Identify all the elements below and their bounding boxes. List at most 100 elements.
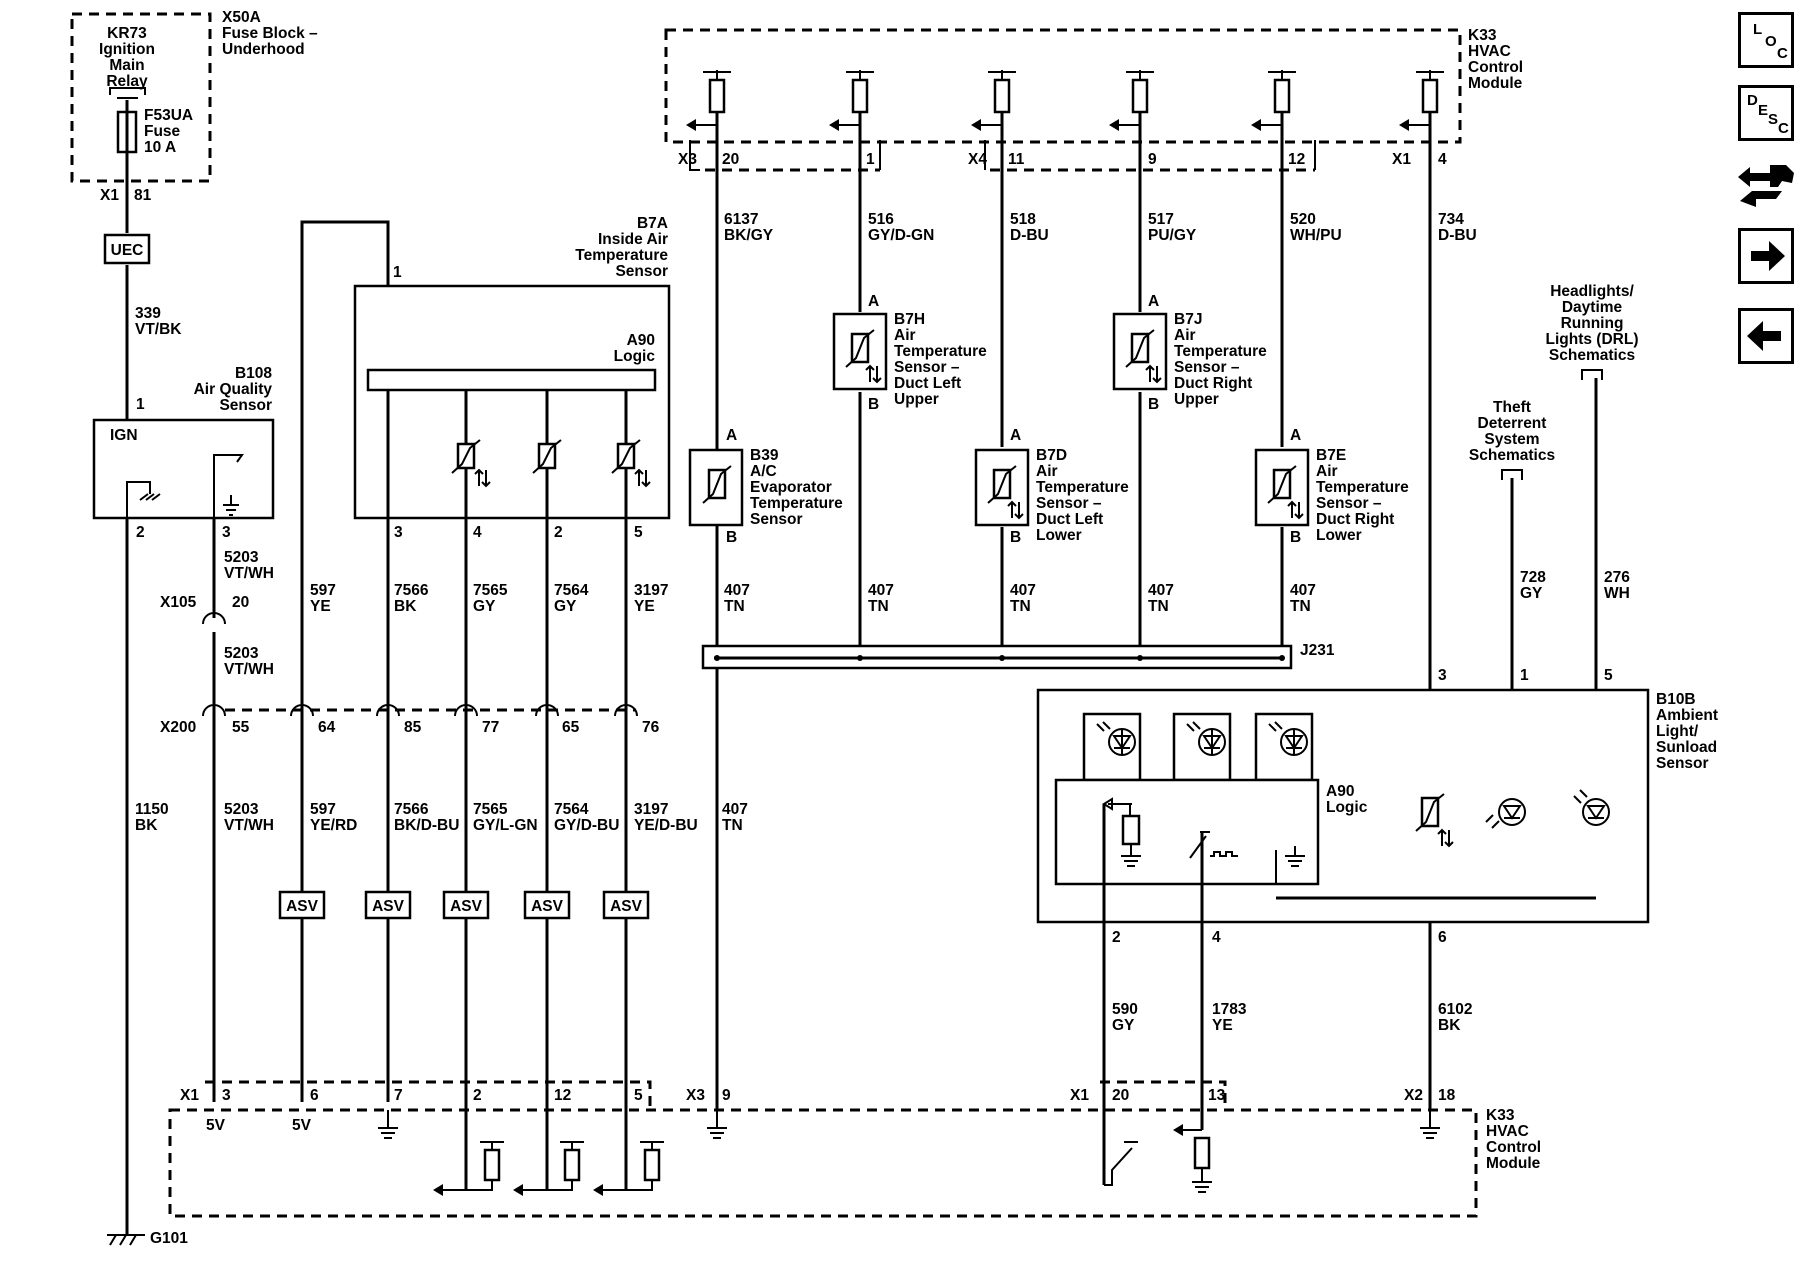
diagram-label: J231 — [1300, 642, 1335, 659]
diagram-label: BK/D-BU — [394, 817, 459, 834]
diagram-label: 13 — [1208, 1087, 1226, 1104]
diagram-label: B7H — [894, 311, 925, 328]
diagram-label: PU/GY — [1148, 227, 1197, 244]
diagram-label: Temperature — [750, 495, 843, 512]
diagram-label: 407 — [1290, 582, 1316, 599]
diagram-label: B10B — [1656, 691, 1696, 708]
diagram-label: 597 — [310, 801, 336, 818]
diagram-label: X3 — [678, 151, 697, 168]
diagram-label: Upper — [894, 391, 939, 408]
desc-letter-e: E — [1758, 102, 1769, 119]
diagram-label: Schematics — [1469, 447, 1555, 464]
diagram-label: 7565 — [473, 582, 508, 599]
diagram-label: 20 — [232, 594, 249, 611]
description-button[interactable]: D E S C — [1738, 85, 1794, 141]
loc-letter-c: C — [1777, 45, 1788, 62]
diagram-label: BK — [1438, 1017, 1461, 1034]
diagram-label: 4 — [1212, 929, 1221, 946]
diagram-label: X200 — [160, 719, 196, 736]
diagram-label: GY/L-GN — [473, 817, 538, 834]
diagram-label: YE/D-BU — [634, 817, 698, 834]
ground-g101: G101 — [107, 1230, 188, 1247]
diagram-label: KR73 — [107, 25, 147, 42]
diagram-label: 20 — [722, 151, 739, 168]
diagram-label: Sensor — [1656, 755, 1709, 772]
diagram-label: 77 — [482, 719, 499, 736]
diagram-label: A — [1010, 427, 1021, 444]
sensor-b7d: A B B7D Air Temperature Sensor – Duct Le… — [974, 427, 1129, 546]
diagram-label: HVAC — [1468, 43, 1511, 60]
diagram-label: Air — [1036, 463, 1058, 480]
connector-view-button[interactable] — [1736, 155, 1798, 211]
diagram-label: 81 — [134, 187, 152, 204]
diagram-label: A — [1290, 427, 1301, 444]
diagram-label: 516 — [868, 211, 894, 228]
diagram-label: X50A — [222, 9, 261, 26]
sensor-b7e: A B B7E Air Temperature Sensor – Duct Ri… — [1254, 427, 1409, 546]
diagram-label: GY — [1520, 585, 1543, 602]
diagram-label: IGN — [110, 427, 138, 444]
diagram-label: 276 — [1604, 569, 1630, 586]
connector-icon — [1738, 165, 1794, 207]
next-page-button[interactable] — [1738, 228, 1794, 284]
diagram-label: 3 — [222, 1087, 231, 1104]
diagram-label: B — [726, 529, 737, 546]
diagram-label: Duct Right — [1316, 511, 1394, 528]
sensor-b7h: A B B7H Air Temperature Sensor – Duct Le… — [832, 293, 987, 413]
diagram-label: Module — [1486, 1155, 1541, 1172]
diagram-label: Air — [1174, 327, 1196, 344]
diagram-label: 407 — [1010, 582, 1036, 599]
diagram-label: 590 — [1112, 1001, 1138, 1018]
diagram-label: Control — [1486, 1139, 1541, 1156]
diagram-label: Theft — [1493, 399, 1531, 416]
diagram-label: 12 — [554, 1087, 571, 1104]
diagram-label: HVAC — [1486, 1123, 1529, 1140]
diagram-label: 407 — [722, 801, 748, 818]
diagram-label: 517 — [1148, 211, 1174, 228]
diagram-label: 2 — [554, 524, 563, 541]
diagram-label: 5 — [634, 524, 643, 541]
diagram-label: 5203 — [224, 801, 259, 818]
diagram-label: YE — [1212, 1017, 1233, 1034]
diagram-label: 3197 — [634, 582, 668, 599]
diagram-label: K33 — [1486, 1107, 1515, 1124]
diagram-label: 3197 — [634, 801, 668, 818]
diagram-label: 20 — [1112, 1087, 1129, 1104]
diagram-label: Fuse — [144, 123, 181, 140]
diagram-label: 5 — [634, 1087, 643, 1104]
diagram-label: 7 — [394, 1087, 403, 1104]
diagram-label: Duct Left — [894, 375, 961, 392]
diagram-label: TN — [868, 598, 889, 615]
diagram-label: 6 — [310, 1087, 319, 1104]
diagram-label: GY/D-BU — [554, 817, 619, 834]
diagram-label: ASV — [372, 898, 405, 915]
location-button[interactable]: L O C — [1738, 12, 1794, 68]
diagram-label: B7E — [1316, 447, 1346, 464]
diagram-label: Air — [894, 327, 916, 344]
diagram-label: 4 — [1438, 151, 1447, 168]
diagram-label: Running — [1561, 315, 1624, 332]
diagram-label: Air Quality — [194, 381, 273, 398]
diagram-label: Duct Left — [1036, 511, 1103, 528]
diagram-label: TN — [1010, 598, 1031, 615]
diagram-label: Temperature — [575, 247, 668, 264]
diagram-label: 2 — [136, 524, 145, 541]
diagram-label: 5203 — [224, 549, 259, 566]
fuse-block: X50A Fuse Block – Underhood KR73 Ignitio… — [70, 9, 318, 204]
diagram-label: 7566 — [394, 801, 429, 818]
diagram-label: Lights (DRL) — [1546, 331, 1639, 348]
diagram-label: 55 — [232, 719, 250, 736]
diagram-label: 2 — [1112, 929, 1121, 946]
diagram-label: Sensor — [615, 263, 668, 280]
previous-page-button[interactable] — [1738, 308, 1794, 364]
diagram-label: X1 — [1392, 151, 1411, 168]
diagram-label: 3 — [394, 524, 403, 541]
diagram-label: 1150 — [135, 801, 169, 818]
diagram-label: 65 — [562, 719, 580, 736]
asv-blocks: ASV ASV ASV ASV ASV — [278, 890, 650, 920]
diagram-label: B7A — [637, 215, 668, 232]
ambient-light-sensor: 3 1 5 B10B Ambient Light/ Sunload Sensor… — [1036, 667, 1718, 924]
diagram-label: 1783 — [1212, 1001, 1247, 1018]
diagram-label: B108 — [235, 365, 272, 382]
diagram-label: 12 — [1288, 151, 1305, 168]
